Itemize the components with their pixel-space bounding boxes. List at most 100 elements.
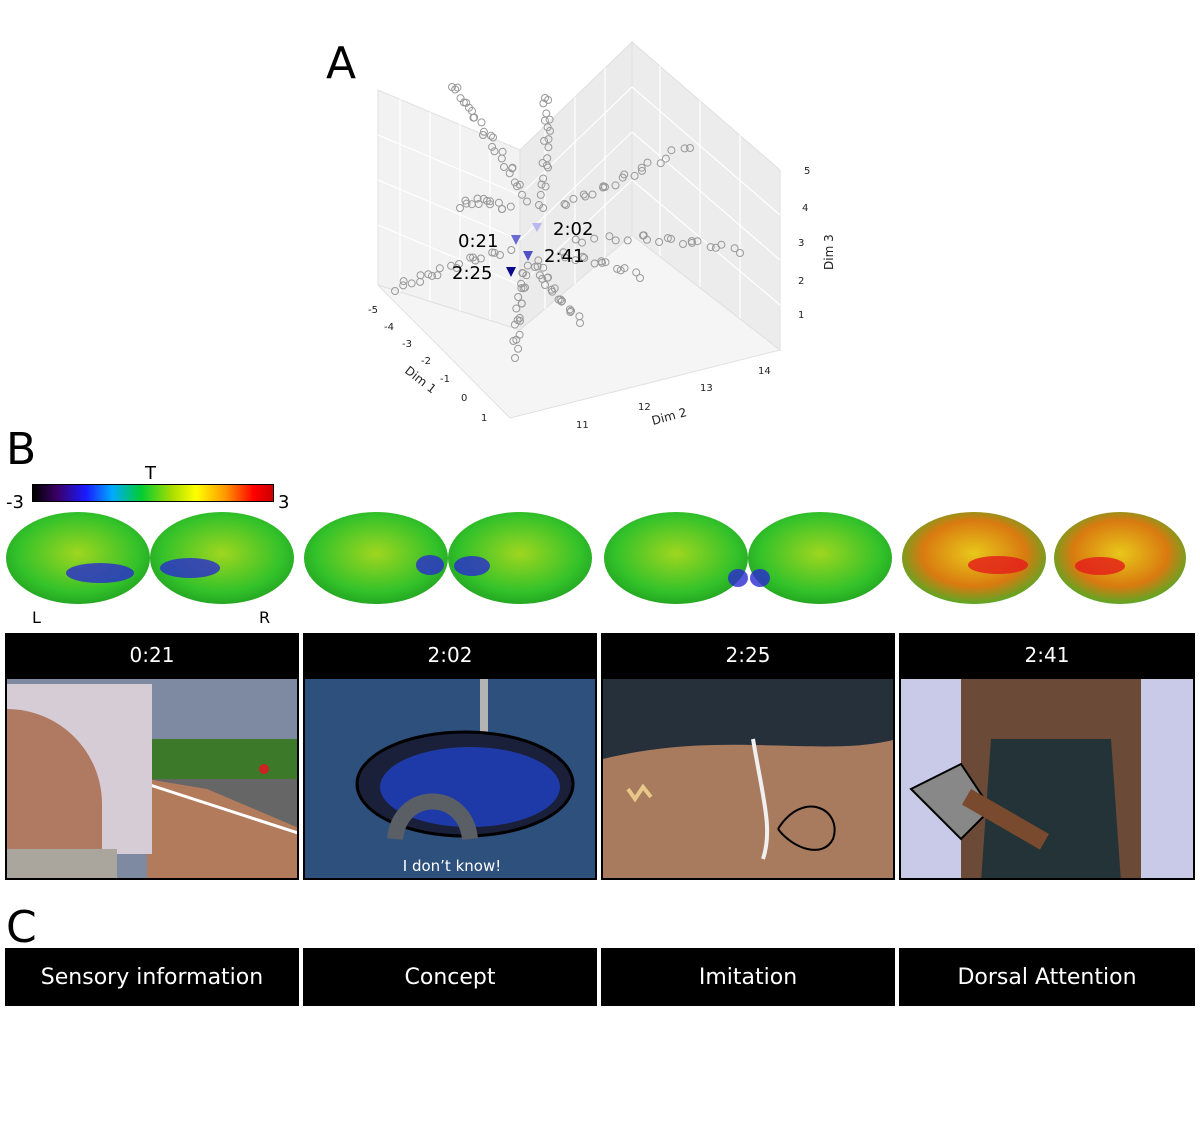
scatter-point [435, 264, 444, 273]
scatter-point [471, 256, 480, 265]
scatter-point [575, 312, 584, 321]
scatter-point [490, 147, 499, 156]
marker-label-0-21: 0:21 [458, 231, 498, 252]
scatter-point [544, 163, 552, 172]
movie-frame-2-41 [899, 677, 1195, 880]
brain-pair-4 [902, 512, 1186, 604]
scatter-point [539, 99, 548, 108]
scatter-point [578, 252, 587, 261]
scatter-point [536, 190, 545, 199]
colorbar-max-label: 3 [278, 492, 290, 513]
scatter-point [487, 131, 495, 140]
brain-pair-3 [604, 512, 892, 604]
dim1-tick: 0 [461, 393, 467, 404]
marker-0-21 [511, 235, 521, 245]
scatter-point [490, 248, 499, 257]
scatter-point [476, 254, 485, 263]
scatter-point [667, 146, 676, 155]
scatter-points [391, 83, 744, 362]
dim3-tick: 1 [798, 310, 804, 321]
scatter-point [539, 174, 548, 183]
scatter-point [560, 200, 569, 208]
right-hemisphere-label: R [259, 608, 271, 627]
marker-2-02 [532, 223, 542, 232]
scatter-point [605, 232, 614, 241]
scatter-point [399, 281, 408, 290]
dim1-tick: -4 [384, 322, 394, 333]
scatter-point [540, 136, 549, 145]
scatter-point [638, 166, 646, 175]
scatter-point [623, 236, 632, 245]
dim2-tick: 12 [638, 402, 651, 413]
scatter-point [540, 116, 549, 125]
scatter-point [488, 142, 497, 151]
scatter-point [546, 126, 554, 135]
label-imitation: Imitation [601, 948, 895, 1006]
frame-time-2-02: 2:02 [303, 633, 597, 677]
scatter-point [618, 173, 627, 182]
scatter-point [456, 204, 464, 212]
scatter-point [535, 271, 544, 280]
scatter-point [497, 154, 506, 163]
scatter-point [512, 304, 521, 313]
scatter-point [515, 330, 524, 339]
scatter-point [428, 271, 436, 280]
scatter-point [736, 249, 744, 257]
scatter-point [518, 190, 526, 199]
scatter-point [544, 273, 552, 282]
scatter-point [686, 144, 694, 152]
scatter-point [544, 143, 553, 152]
scatter-point [479, 131, 487, 139]
scatter-point [569, 194, 578, 203]
scatter-point [477, 118, 486, 127]
label-dorsal-attention: Dorsal Attention [899, 948, 1195, 1006]
scatter-point [473, 194, 482, 203]
scatter-point [461, 196, 470, 205]
scatter-point [620, 264, 629, 273]
panel-c-letter: C [6, 902, 37, 953]
scatter-point [571, 235, 580, 244]
scatter-point [579, 190, 588, 199]
scatter-point [537, 180, 546, 189]
dim2-tick: 11 [576, 420, 589, 431]
dim2-tick: 14 [758, 366, 771, 377]
scatter-point [643, 158, 652, 167]
scatter-point [667, 234, 675, 243]
scatter-point [407, 279, 416, 288]
dim3-tick: 2 [798, 276, 804, 287]
scatter-point [424, 270, 433, 279]
scatter-point [611, 236, 620, 245]
scatter-point [616, 266, 625, 275]
scatter-point [590, 234, 599, 243]
scatter-point [711, 243, 720, 252]
scatter-point [391, 287, 399, 295]
scatter-point [459, 98, 468, 107]
scatter-point [554, 295, 563, 304]
dim3-axis-label: Dim 3 [822, 234, 836, 270]
scatter-point [474, 200, 483, 208]
scatter-point [637, 163, 646, 172]
scatter-point [661, 154, 670, 163]
scatter-point [547, 285, 556, 294]
scatter-point [544, 135, 553, 144]
scatter-point [559, 248, 568, 257]
scatter-point [451, 85, 460, 94]
movie-frame-0-21 [5, 677, 299, 880]
scatter-point [611, 181, 620, 190]
dim2-tick: 13 [700, 383, 713, 394]
scatter-point [539, 204, 548, 212]
scatter-point [505, 169, 514, 178]
dim1-tick: -5 [368, 305, 378, 316]
scatter-point [636, 274, 644, 282]
colorbar [32, 484, 274, 502]
scatter-point [510, 178, 519, 187]
scatter-point [469, 113, 478, 122]
scatter-point [506, 202, 515, 211]
scatter-point [663, 234, 672, 243]
scatter-point [567, 306, 575, 315]
scatter-point [496, 251, 504, 259]
scatter-point [523, 197, 531, 206]
frame-time-2-41: 2:41 [899, 633, 1195, 677]
marker-2-25 [506, 267, 516, 277]
scatter-point [534, 256, 543, 265]
